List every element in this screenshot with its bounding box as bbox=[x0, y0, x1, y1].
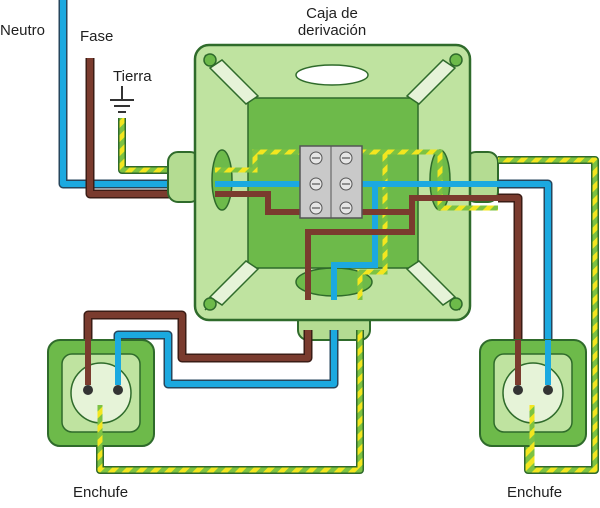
screw-icon bbox=[203, 297, 217, 311]
screw-icon bbox=[203, 53, 217, 67]
neutral-wire bbox=[60, 0, 215, 187]
right-socket-label: Enchufe bbox=[507, 484, 563, 501]
screw-icon bbox=[449, 53, 463, 67]
neutral-label: Neutro bbox=[0, 22, 46, 39]
box-title-line1: Caja de bbox=[306, 5, 358, 22]
phase-label: Fase bbox=[80, 28, 114, 45]
right-socket bbox=[479, 339, 587, 470]
box-title: Caja de derivación bbox=[282, 5, 382, 39]
left-socket bbox=[47, 330, 155, 470]
top-knockout bbox=[295, 64, 369, 86]
screw-icon bbox=[449, 297, 463, 311]
left-socket-label: Enchufe bbox=[73, 484, 129, 501]
ground-symbol-icon bbox=[110, 86, 134, 113]
ground-label: Tierra bbox=[113, 68, 152, 85]
internal-wires bbox=[215, 149, 498, 300]
box-title-line2: derivación bbox=[297, 22, 367, 39]
supply-wires bbox=[58, 0, 215, 199]
terminal-block bbox=[299, 145, 363, 219]
